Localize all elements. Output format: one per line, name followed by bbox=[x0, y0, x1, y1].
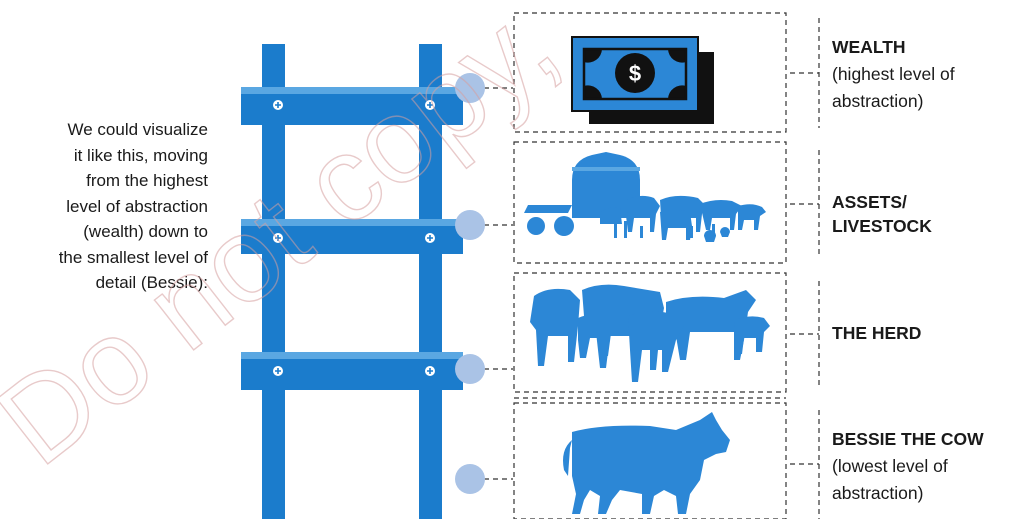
intro-text: We could visualize it like this, moving … bbox=[8, 117, 208, 296]
ladder-rung-3 bbox=[241, 352, 463, 390]
level-title: ASSETS/ bbox=[832, 190, 932, 214]
level-title: THE HERD bbox=[832, 320, 921, 347]
level-subtitle: (lowest level of bbox=[832, 453, 984, 480]
level-label-wealth: WEALTH (highest level of abstraction) bbox=[832, 34, 955, 115]
level-title: WEALTH bbox=[832, 34, 955, 61]
level-label-bessie: BESSIE THE COW (lowest level of abstract… bbox=[832, 426, 984, 507]
intro-line: level of abstraction bbox=[8, 194, 208, 220]
intro-line: the smallest level of bbox=[8, 245, 208, 271]
bracket-2 bbox=[790, 150, 819, 258]
farm-assets-icon bbox=[524, 152, 766, 242]
intro-line: from the highest bbox=[8, 168, 208, 194]
bracket-4 bbox=[790, 410, 819, 519]
cow-icon bbox=[563, 412, 730, 514]
intro-line: We could visualize bbox=[8, 117, 208, 143]
level-subtitle: abstraction) bbox=[832, 480, 984, 507]
level-subtitle: (highest level of bbox=[832, 61, 955, 88]
intro-line: (wealth) down to bbox=[8, 219, 208, 245]
intro-line: detail (Bessie): bbox=[8, 270, 208, 296]
level-node-1 bbox=[455, 73, 485, 103]
level-node-2 bbox=[455, 210, 485, 240]
level-node-3 bbox=[455, 354, 485, 384]
level-label-assets: ASSETS/ LIVESTOCK bbox=[832, 190, 932, 238]
bracket-1 bbox=[790, 18, 819, 128]
level-title: LIVESTOCK bbox=[832, 214, 932, 238]
ladder-rung-2 bbox=[241, 219, 463, 254]
intro-line: it like this, moving bbox=[8, 143, 208, 169]
level-label-herd: THE HERD bbox=[832, 320, 921, 347]
cattle-herd-icon bbox=[530, 285, 770, 382]
bracket-3 bbox=[790, 281, 819, 388]
ladder-rung-1 bbox=[241, 87, 463, 125]
dollar-sign: $ bbox=[629, 61, 641, 86]
level-title: BESSIE THE COW bbox=[832, 426, 984, 453]
money-bill-icon: $ bbox=[572, 37, 714, 124]
ladder bbox=[241, 44, 463, 519]
level-subtitle: abstraction) bbox=[832, 88, 955, 115]
level-node-4 bbox=[455, 464, 485, 494]
connectors bbox=[484, 88, 513, 479]
